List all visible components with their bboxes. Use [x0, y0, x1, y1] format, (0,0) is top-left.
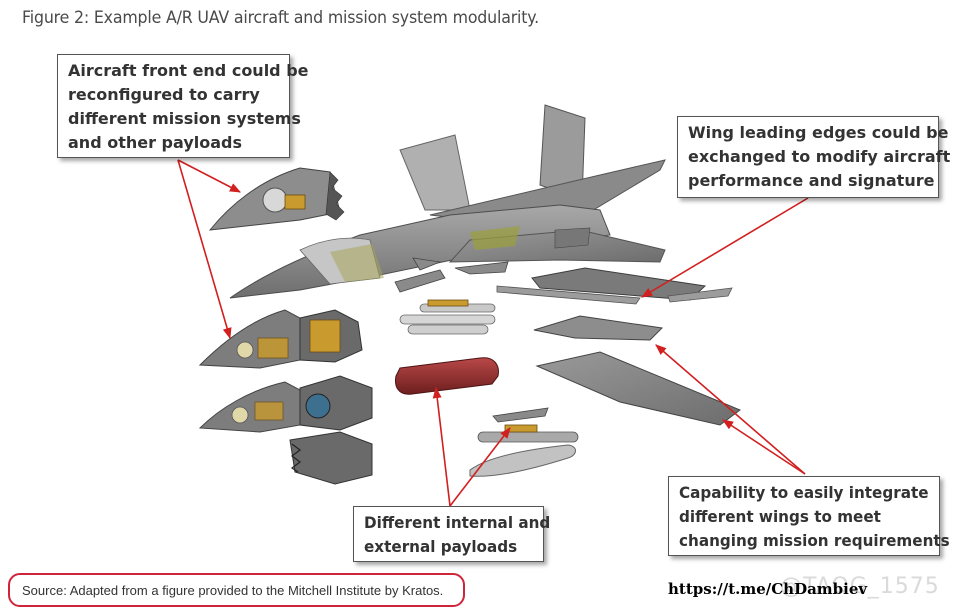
- callout-front-line-4: and other payloads: [68, 133, 242, 152]
- arrow-wing-edge: [641, 197, 809, 298]
- callout-wing-edges: Wing leading edges could be exchanged to…: [677, 116, 951, 198]
- main-aircraft: [229, 104, 666, 299]
- callout-wings-line-1: Capability to easily integrate: [679, 483, 929, 502]
- callout-arrows: [177, 159, 809, 507]
- external-store-pod: [469, 407, 579, 477]
- arrow-payload-tank: [432, 386, 451, 507]
- nose-variant-2: [198, 375, 373, 433]
- figure-title: Figure 2: Example A/R UAV aircraft and m…: [22, 8, 539, 28]
- nose-variant-1: [198, 309, 363, 369]
- callout-wing-line-2: exchanged to modify aircraft: [688, 147, 951, 166]
- callout-wings-line-3: changing mission requirements: [679, 531, 950, 550]
- alternate-wing-small: [533, 315, 664, 341]
- callout-front-line-1: Aircraft front end could be: [68, 61, 309, 80]
- arrow-front-top: [177, 159, 241, 193]
- source-text: Source: Adapted from a figure provided t…: [22, 582, 444, 598]
- wing-leading-edges: [496, 267, 733, 305]
- nose-section-empty: [289, 431, 373, 485]
- watermark: @TAOG_1575: [780, 574, 940, 599]
- callout-wing-line-3: performance and signature: [688, 171, 935, 190]
- arrow-front-variant: [177, 159, 232, 340]
- arrow-payload-pod: [449, 427, 511, 507]
- telegram-link[interactable]: https://t.me/ChDambiev: [668, 580, 868, 598]
- callout-wings-line-2: different wings to meet: [679, 507, 881, 526]
- callout-front-line-2: reconfigured to carry: [68, 85, 260, 104]
- internal-munitions: [399, 299, 496, 335]
- detached-nose-top: [208, 167, 345, 231]
- callout-payload-line-1: Different internal and: [364, 513, 551, 532]
- alternate-wing-large: [535, 351, 742, 426]
- source-note: Source: Adapted from a figure provided t…: [8, 573, 465, 607]
- arrow-wing-large: [722, 419, 806, 475]
- callout-payload-line-2: external payloads: [364, 537, 518, 556]
- arrow-wing-small: [655, 344, 806, 475]
- internal-fuel-tank: [395, 357, 499, 395]
- small-panels: [394, 257, 509, 293]
- callout-wings: Capability to easily integrate different…: [668, 476, 950, 556]
- callout-payloads: Different internal and external payloads: [353, 506, 551, 562]
- callout-front-line-3: different mission systems: [68, 109, 301, 128]
- callout-front-end: Aircraft front end could be reconfigured…: [57, 54, 309, 158]
- callout-wing-line-1: Wing leading edges could be: [688, 123, 949, 142]
